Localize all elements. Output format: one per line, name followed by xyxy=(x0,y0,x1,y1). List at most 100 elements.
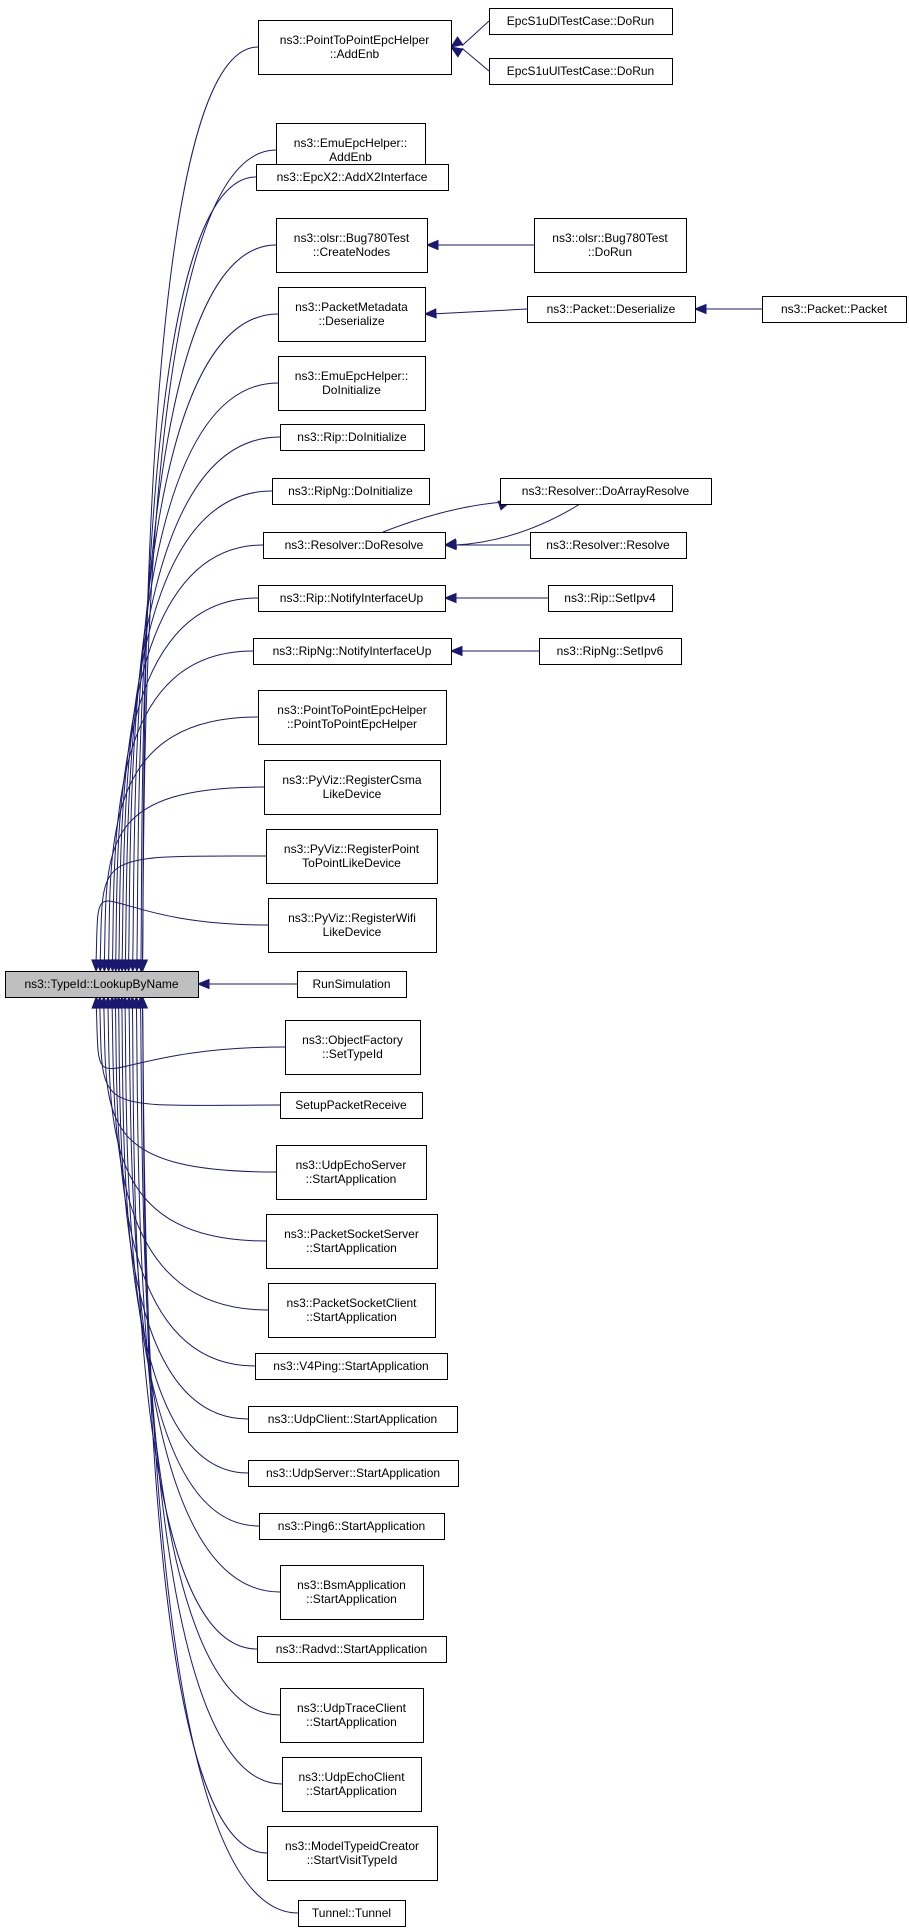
node-ns3-ripng-notifyinterfaceup[interactable]: ns3::RipNg::NotifyInterfaceUp xyxy=(253,638,452,665)
node-box xyxy=(272,478,430,505)
node-box xyxy=(276,1145,427,1200)
node-ns3-pointtopointepchelper-pointtopointepchelper[interactable]: ns3::PointToPointEpcHelper::PointToPoint… xyxy=(258,690,447,745)
node-box xyxy=(285,1020,421,1075)
node-ns3-objectfactory-settypeid[interactable]: ns3::ObjectFactory::SetTypeId xyxy=(285,1020,421,1075)
node-box xyxy=(267,1826,438,1881)
node-ns3-packet-packet[interactable]: ns3::Packet::Packet xyxy=(762,296,907,323)
node-label: ns3::Resolver::DoResolve xyxy=(285,538,424,552)
edge-line xyxy=(118,544,264,964)
node-box xyxy=(268,898,437,953)
node-ns3-modeltypeidcreator-startvisittypeid[interactable]: ns3::ModelTypeidCreator::StartVisitTypeI… xyxy=(267,1826,438,1881)
edge-epcs1uultestcase-dorun-to-ns3-pointtopointepchelper-addenb xyxy=(449,46,490,72)
node-label: ns3::Resolver::Resolve xyxy=(546,538,670,552)
node-ns3-ripng-setipv6[interactable]: ns3::RipNg::SetIpv6 xyxy=(539,638,682,665)
node-ns3-bsmapplication-startapplication[interactable]: ns3::BsmApplication::StartApplication xyxy=(280,1565,424,1620)
edge-ns3-resolver-resolve-to-ns3-resolver-doresolve xyxy=(443,539,530,551)
edge-ns3-packet-packet-to-ns3-packet-deserialize xyxy=(693,303,762,315)
node-box xyxy=(280,1688,424,1743)
node-label: ns3::olsr::Bug780Test xyxy=(294,231,410,245)
node-box xyxy=(258,20,452,75)
node-ns3-rip-setipv4[interactable]: ns3::Rip::SetIpv4 xyxy=(548,585,673,612)
node-box xyxy=(282,1757,422,1812)
arrowhead xyxy=(449,36,464,48)
node-ns3-udpechoclient-startapplication[interactable]: ns3::UdpEchoClient::StartApplication xyxy=(282,1757,422,1812)
node-label: ns3::EpcX2::AddX2Interface xyxy=(277,170,428,184)
edge-epcs1udltestcase-dorun-to-ns3-pointtopointepchelper-addenb xyxy=(449,20,490,48)
node-ns3-udpechoserver-startapplication[interactable]: ns3::UdpEchoServer::StartApplication xyxy=(276,1145,427,1200)
node-ns3-resolver-doarrayresolve[interactable]: ns3::Resolver::DoArrayResolve xyxy=(500,478,712,505)
node-ns3-ping6-startapplication[interactable]: ns3::Ping6::StartApplication xyxy=(259,1513,445,1540)
node-epcs1udltestcase-dorun[interactable]: EpcS1uDlTestCase::DoRun xyxy=(489,8,673,35)
node-tunnel-tunnel[interactable]: Tunnel::Tunnel xyxy=(298,1900,406,1927)
edge-line xyxy=(142,1004,299,1914)
node-box xyxy=(255,1353,448,1380)
node-label: ns3::Rip::DoInitialize xyxy=(297,430,407,444)
node-box xyxy=(258,690,447,745)
edge-ns3-olsr-bug780test-createnodes-to-ns3-typeid-lookupbyname xyxy=(131,244,277,973)
node-epcs1uultestcase-dorun[interactable]: EpcS1uUlTestCase::DoRun xyxy=(489,58,673,85)
node-ns3-udpclient-startapplication[interactable]: ns3::UdpClient::StartApplication xyxy=(248,1406,458,1433)
node-box xyxy=(297,971,407,998)
node-ns3-v4ping-startapplication[interactable]: ns3::V4Ping::StartApplication xyxy=(255,1353,448,1380)
node-box xyxy=(276,218,428,273)
node-ns3-udptraceclient-startapplication[interactable]: ns3::UdpTraceClient::StartApplication xyxy=(280,1688,424,1743)
arrowhead xyxy=(196,978,210,990)
node-label: RunSimulation xyxy=(312,977,390,991)
node-label: ns3::RipNg::NotifyInterfaceUp xyxy=(273,644,432,658)
node-runsimulation[interactable]: RunSimulation xyxy=(297,971,407,998)
node-label: ns3::TypeId::LookupByName xyxy=(24,977,178,991)
node-label: ns3::PointToPointEpcHelper xyxy=(277,703,426,717)
node-box xyxy=(248,1406,458,1433)
node-ns3-pyviz-registerpoint-topointlikedevice[interactable]: ns3::PyViz::RegisterPointToPointLikeDevi… xyxy=(266,829,438,884)
node-ns3-emuepchelper-doinitialize[interactable]: ns3::EmuEpcHelper::DoInitialize xyxy=(278,356,426,411)
node-ns3-olsr-bug780test-createnodes[interactable]: ns3::olsr::Bug780Test::CreateNodes xyxy=(276,218,428,273)
node-ns3-resolver-resolve[interactable]: ns3::Resolver::Resolve xyxy=(530,532,687,559)
node-label: ns3::BsmApplication xyxy=(297,1578,406,1592)
node-ns3-packet-deserialize[interactable]: ns3::Packet::Deserialize xyxy=(527,296,696,323)
node-ns3-epcx2-addx2interface[interactable]: ns3::EpcX2::AddX2Interface xyxy=(256,164,449,191)
node-ns3-packetsocketserver-startapplication[interactable]: ns3::PacketSocketServer::StartApplicatio… xyxy=(266,1214,438,1269)
node-ns3-radvd-startapplication[interactable]: ns3::Radvd::StartApplication xyxy=(257,1636,447,1663)
edge-line xyxy=(461,20,490,47)
node-label: ::StartApplication xyxy=(306,1310,397,1324)
node-box xyxy=(280,1092,423,1119)
root-node[interactable]: ns3::TypeId::LookupByName xyxy=(5,971,199,998)
node-label: LikeDevice xyxy=(323,925,382,939)
node-label: ns3::Rip::NotifyInterfaceUp xyxy=(280,591,424,605)
node-setuppacketreceive[interactable]: SetupPacketReceive xyxy=(280,1092,423,1119)
node-label: ns3::UdpEchoServer xyxy=(296,1158,407,1172)
node-ns3-packetmetadata-deserialize[interactable]: ns3::PacketMetadata::Deserialize xyxy=(278,287,426,342)
node-label: ns3::Packet::Deserialize xyxy=(547,302,676,316)
edge-ns3-emuepchelper-addenb-to-ns3-typeid-lookupbyname xyxy=(137,149,277,973)
edge-line xyxy=(135,1004,281,1716)
edge-ns3-pyviz-registerpoint-topointlikedevice-to-ns3-typeid-lookupbyname xyxy=(95,855,267,973)
edge-line xyxy=(142,149,277,964)
edge-ns3-packetsocketserver-startapplication-to-ns3-typeid-lookupbyname xyxy=(102,995,267,1242)
node-ns3-resolver-doresolve[interactable]: ns3::Resolver::DoResolve xyxy=(263,532,446,559)
edge-runsimulation-to-ns3-typeid-lookupbyname xyxy=(196,978,297,990)
node-label: SetupPacketReceive xyxy=(295,1098,407,1112)
edge-line xyxy=(111,1004,269,1311)
node-label: ns3::Resolver::DoArrayResolve xyxy=(522,484,690,498)
edge-line xyxy=(121,490,273,964)
edge-line xyxy=(108,716,259,964)
node-ns3-olsr-bug780test-dorun[interactable]: ns3::olsr::Bug780Test::DoRun xyxy=(534,218,687,273)
arrowhead xyxy=(443,539,457,551)
node-label: ::StartApplication xyxy=(306,1172,397,1186)
node-label: AddEnb xyxy=(329,150,372,164)
edge-line xyxy=(128,382,279,964)
edge-line xyxy=(124,1004,260,1527)
node-ns3-udpserver-startapplication[interactable]: ns3::UdpServer::StartApplication xyxy=(248,1460,459,1487)
edge-ns3-pointtopointepchelper-addenb-to-ns3-typeid-lookupbyname xyxy=(137,46,259,973)
node-ns3-ripng-doinitialize[interactable]: ns3::RipNg::DoInitialize xyxy=(272,478,430,505)
node-ns3-rip-doinitialize[interactable]: ns3::Rip::DoInitialize xyxy=(280,424,425,451)
node-label: ns3::V4Ping::StartApplication xyxy=(273,1359,428,1373)
node-ns3-packetsocketclient-startapplication[interactable]: ns3::PacketSocketClient::StartApplicatio… xyxy=(268,1283,436,1338)
node-ns3-pointtopointepchelper-addenb[interactable]: ns3::PointToPointEpcHelper::AddEnb xyxy=(258,20,452,75)
node-box xyxy=(534,218,687,273)
node-ns3-rip-notifyinterfaceup[interactable]: ns3::Rip::NotifyInterfaceUp xyxy=(258,585,446,612)
node-label: ns3::UdpEchoClient xyxy=(298,1770,405,1784)
node-label: ::CreateNodes xyxy=(313,245,390,259)
